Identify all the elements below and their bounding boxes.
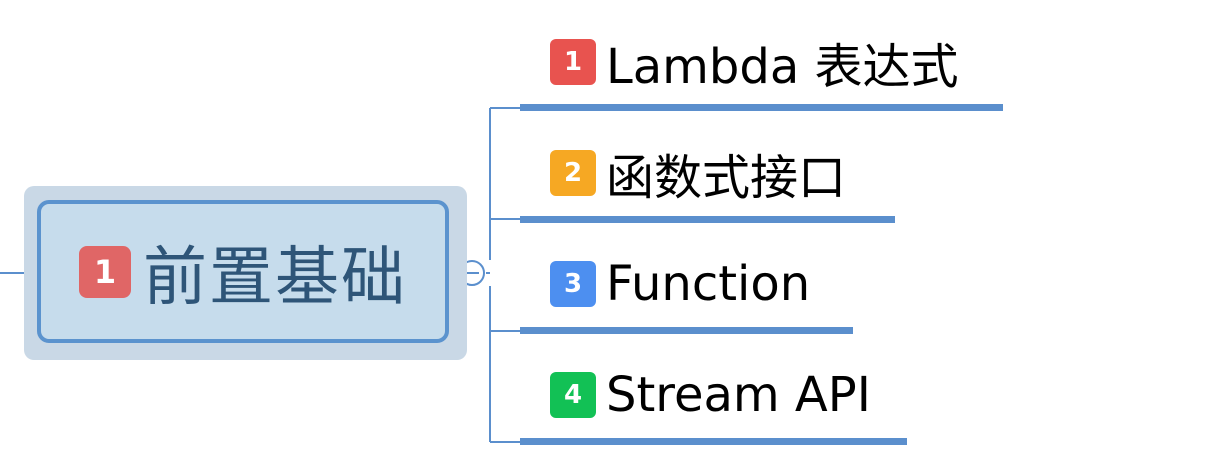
branch-underline (520, 438, 907, 445)
branch-underline (520, 216, 895, 223)
priority-2-icon: 2 (550, 150, 596, 196)
branch-label: Function (606, 256, 811, 312)
central-topic[interactable]: 1 前置基础 (37, 200, 449, 343)
priority-3-icon: 3 (550, 261, 596, 307)
priority-1-icon: 1 (550, 39, 596, 85)
branch-topic-function[interactable]: 3 Function (550, 255, 810, 313)
branch-label: 函数式接口 (606, 150, 847, 206)
branch-topic-functional-interface[interactable]: 2 函数式接口 (550, 144, 846, 206)
priority-4-icon: 4 (550, 372, 596, 418)
branch-label: Lambda 表达式 (606, 39, 959, 95)
central-topic-label: 前置基础 (143, 240, 407, 315)
priority-badge-icon: 1 (79, 245, 131, 298)
branch-topic-lambda[interactable]: 1 Lambda 表达式 (550, 33, 959, 95)
branch-underline (520, 327, 853, 334)
branch-label: Stream API (606, 367, 871, 423)
branch-topic-stream-api[interactable]: 4 Stream API (550, 366, 871, 424)
branch-underline (520, 104, 1003, 111)
